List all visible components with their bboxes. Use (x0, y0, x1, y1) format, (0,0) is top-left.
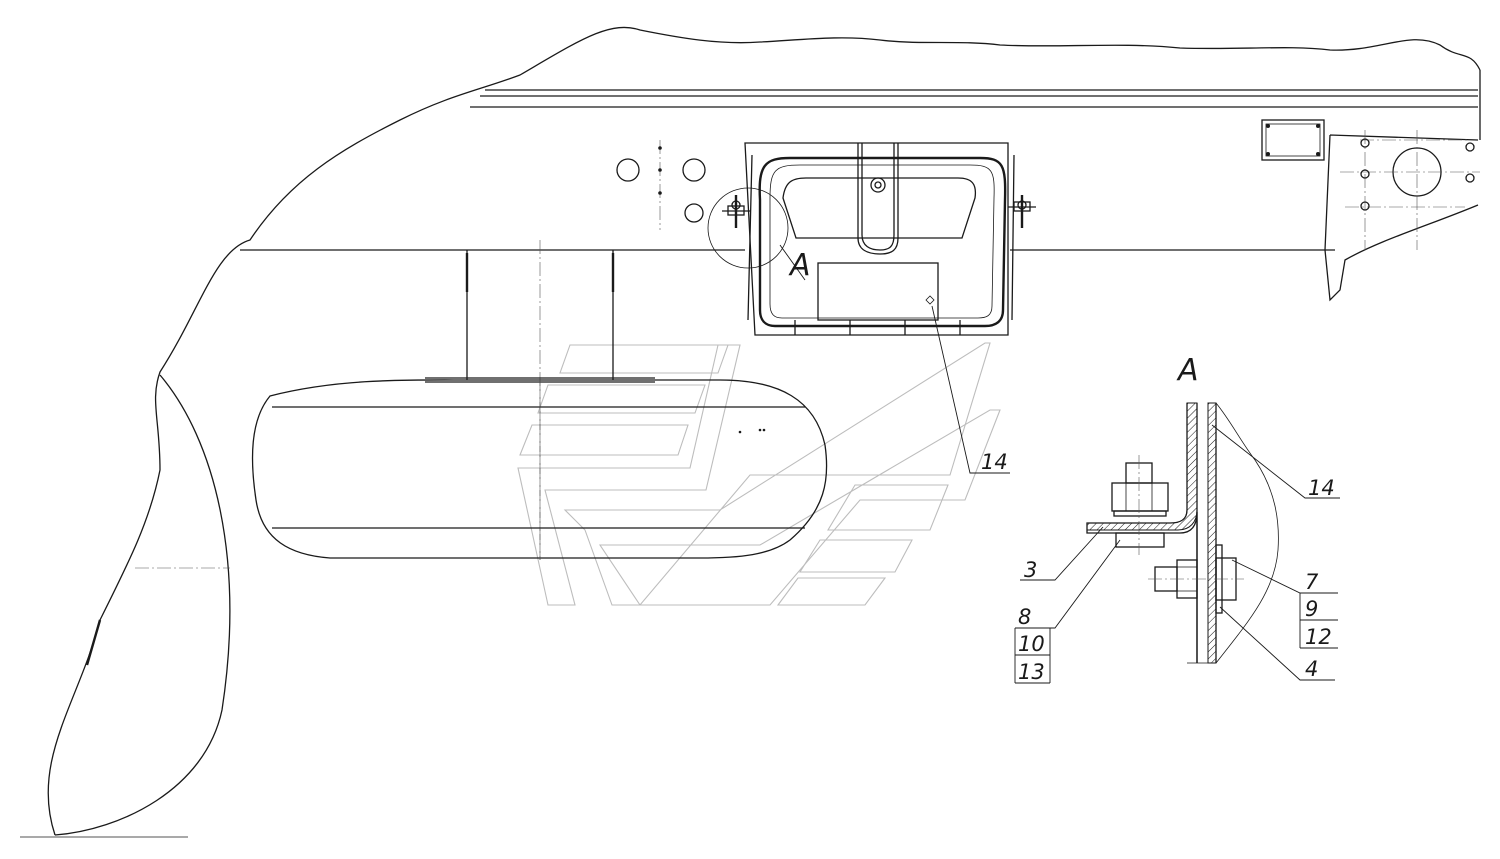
detail-a-view: A 14 3 8 10 13 (1014, 353, 1340, 684)
wheel-arc (54, 374, 231, 836)
detail-a-callout: A (707, 187, 811, 283)
label-10: 10 (1018, 632, 1045, 656)
label-8: 8 (1018, 605, 1031, 629)
label-3: 3 (1024, 558, 1037, 582)
label-12: 12 (1305, 625, 1332, 649)
label-13: 13 (1018, 660, 1045, 684)
frame-rail (240, 89, 1478, 251)
frame-holes (616, 140, 706, 230)
label-14-main: 14 (981, 450, 1008, 474)
tank-hangers (425, 240, 655, 560)
leader-14-main: 14 (931, 305, 1010, 474)
label-14-detail: 14 (1308, 476, 1335, 500)
view-marker-a: A (788, 248, 811, 283)
cylindrical-tank (251, 379, 828, 560)
frame-plate (1261, 119, 1325, 161)
break-outline (47, 26, 1481, 836)
crossmember-bracket (1324, 130, 1480, 302)
label-4: 4 (1305, 657, 1318, 681)
label-9: 9 (1305, 597, 1318, 621)
watermark-logo (517, 342, 1001, 606)
container-box (744, 142, 1015, 336)
hinge-bolt-left (722, 195, 750, 228)
detail-a-title: A (1176, 353, 1199, 388)
label-7: 7 (1305, 570, 1319, 594)
hinge-bolt-right (1008, 195, 1036, 228)
